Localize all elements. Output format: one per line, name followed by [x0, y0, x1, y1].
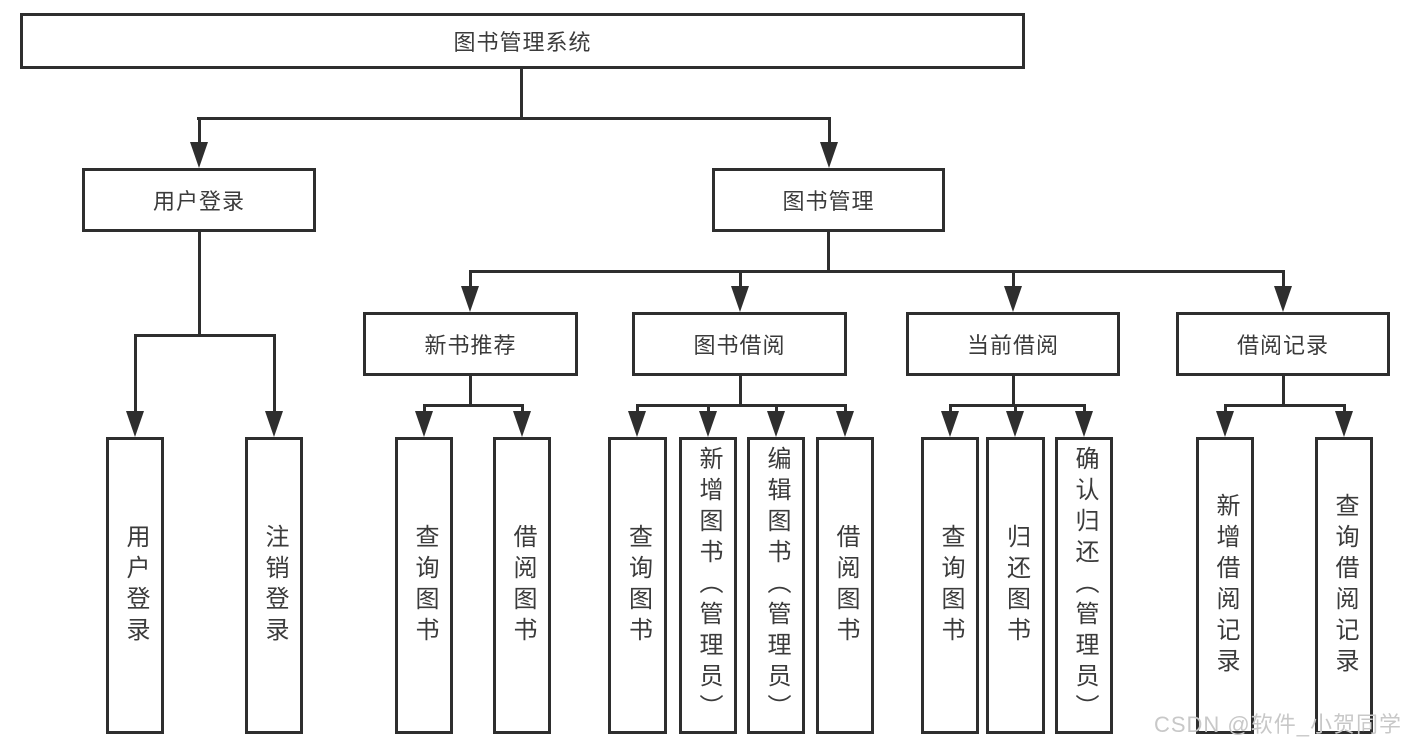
connector-line [469, 270, 472, 290]
arrow-down-icon [731, 286, 749, 312]
leaf-logout-label: 注销登录 [261, 523, 288, 648]
connector-line [844, 404, 847, 416]
arrow-down-icon [513, 411, 531, 437]
connector-line [949, 404, 952, 416]
connector-line [1224, 404, 1227, 416]
leaf-confirm-return-admin: 确认归还（管理员） [1055, 437, 1113, 734]
connector-line [1343, 404, 1346, 416]
leaf-return-books: 归还图书 [986, 437, 1045, 734]
connector-line [423, 404, 426, 416]
leaf-query-books-borrowing: 查询图书 [608, 437, 667, 734]
leaf-query-books-borrowing-label: 查询图书 [624, 523, 652, 648]
connector-line [775, 404, 778, 416]
connector-line [636, 404, 639, 416]
arrow-down-icon [461, 286, 479, 312]
arrow-down-icon [126, 411, 144, 437]
connector-line [1014, 404, 1017, 416]
connector-line [739, 376, 742, 407]
arrow-down-icon [699, 411, 717, 437]
connector-line [273, 334, 276, 414]
leaf-add-borrow-record: 新增借阅记录 [1196, 437, 1254, 734]
leaf-borrow-books-recommendation: 借阅图书 [493, 437, 551, 734]
connector-line [134, 334, 276, 337]
connector-line [707, 404, 710, 416]
leaf-query-books-recommendation-label: 查询图书 [411, 523, 438, 648]
node-current-borrowing-label: 当前借阅 [966, 333, 1059, 358]
node-borrowing-records-label: 借阅记录 [1236, 333, 1329, 358]
connector-line [1012, 270, 1015, 290]
connector-line [949, 404, 1086, 407]
leaf-logout: 注销登录 [245, 437, 303, 734]
node-book-management-label: 图书管理 [782, 189, 875, 214]
connector-line [1083, 404, 1086, 416]
leaf-query-books-recommendation: 查询图书 [395, 437, 453, 734]
node-book-borrowing: 图书借阅 [632, 312, 847, 376]
connector-line [739, 270, 742, 290]
node-user-login: 用户登录 [82, 168, 316, 232]
leaf-add-books-admin: 新增图书（管理员） [679, 437, 737, 734]
arrow-down-icon [1075, 411, 1093, 437]
connector-line [134, 334, 137, 414]
leaf-query-borrow-record: 查询借阅记录 [1315, 437, 1373, 734]
connector-line [197, 117, 831, 120]
node-book-management: 图书管理 [712, 168, 945, 232]
leaf-borrow-books-borrowing-label: 借阅图书 [832, 523, 859, 648]
arrow-down-icon [265, 411, 283, 437]
leaf-user-login-label: 用户登录 [122, 523, 149, 648]
arrow-down-icon [1335, 411, 1353, 437]
leaf-borrow-books-borrowing: 借阅图书 [816, 437, 874, 734]
node-new-book-recommendation-label: 新书推荐 [424, 333, 517, 358]
arrow-down-icon [190, 142, 208, 168]
connector-line [469, 376, 472, 407]
connector-line [520, 69, 523, 120]
arrow-down-icon [820, 142, 838, 168]
connector-line [521, 404, 524, 416]
connector-line [828, 117, 831, 145]
arrow-down-icon [836, 411, 854, 437]
node-new-book-recommendation: 新书推荐 [363, 312, 578, 376]
leaf-query-books-current: 查询图书 [921, 437, 979, 734]
node-book-borrowing-label: 图书借阅 [693, 333, 786, 358]
connector-line [469, 270, 1285, 273]
leaf-borrow-books-recommendation-label: 借阅图书 [509, 523, 536, 648]
arrow-down-icon [415, 411, 433, 437]
connector-line [636, 404, 847, 407]
arrow-down-icon [1004, 286, 1022, 312]
node-system-root-label: 图书管理系统 [453, 30, 592, 55]
node-user-login-label: 用户登录 [152, 189, 245, 214]
arrow-down-icon [628, 411, 646, 437]
node-borrowing-records: 借阅记录 [1176, 312, 1390, 376]
arrow-down-icon [767, 411, 785, 437]
arrow-down-icon [941, 411, 959, 437]
leaf-edit-books-admin: 编辑图书（管理员） [747, 437, 805, 734]
connector-line [1012, 376, 1015, 407]
connector-line [198, 117, 201, 145]
node-current-borrowing: 当前借阅 [906, 312, 1120, 376]
leaf-return-books-label: 归还图书 [1002, 523, 1030, 648]
leaf-user-login: 用户登录 [106, 437, 164, 734]
arrow-down-icon [1274, 286, 1292, 312]
leaf-query-books-current-label: 查询图书 [937, 523, 964, 648]
arrow-down-icon [1216, 411, 1234, 437]
connector-line [1282, 376, 1285, 407]
arrow-down-icon [1006, 411, 1024, 437]
leaf-query-borrow-record-label: 查询借阅记录 [1331, 492, 1358, 679]
connector-line [198, 232, 201, 337]
leaf-add-borrow-record-label: 新增借阅记录 [1212, 492, 1239, 679]
connector-line [1282, 270, 1285, 290]
csdn-watermark: CSDN @软件_小贺同学 [1153, 712, 1402, 737]
connector-line [1224, 404, 1345, 407]
node-system-root: 图书管理系统 [20, 13, 1025, 69]
connector-line [423, 404, 524, 407]
leaf-add-books-admin-label: 新增图书（管理员） [695, 446, 722, 725]
connector-line [827, 232, 830, 273]
leaf-confirm-return-admin-label: 确认归还（管理员） [1071, 446, 1098, 725]
leaf-edit-books-admin-label: 编辑图书（管理员） [763, 446, 790, 725]
